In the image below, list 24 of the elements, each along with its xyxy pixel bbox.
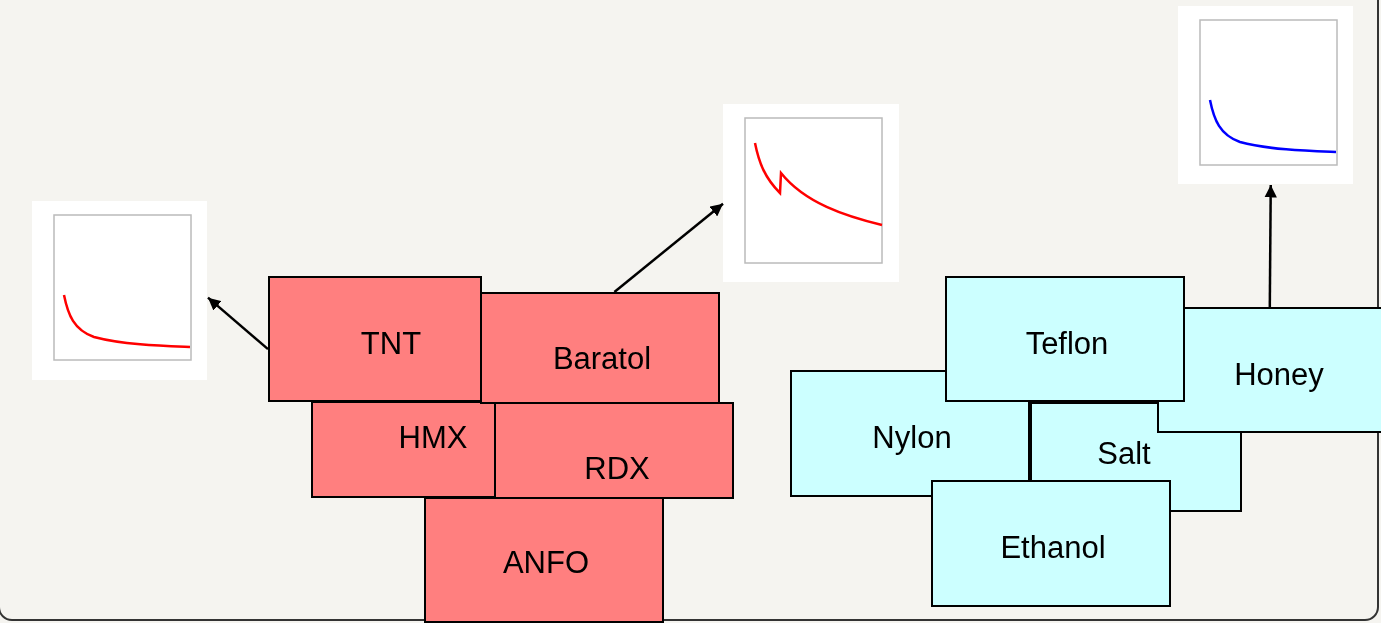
material-box [494,402,734,499]
material-label: Baratol [552,341,652,377]
picture [723,104,899,282]
material-box [268,276,482,402]
picture [1178,6,1353,184]
material-label: RDX [584,451,650,487]
arrow [1264,185,1277,307]
material-label: HMX [398,420,468,456]
material-label: Ethanol [1000,530,1106,566]
material-label: ANFO [502,545,590,581]
arrow [207,296,269,351]
material-label: TNT [360,326,422,362]
picture [32,201,207,380]
material-box [945,276,1185,402]
material-label: Teflon [1025,326,1109,362]
arrow [613,202,724,293]
material-box [1157,307,1381,433]
material-label: Salt [1097,436,1151,472]
material-box [311,401,496,498]
material-label: Honey [1234,357,1324,393]
material-box [424,497,664,623]
material-box [931,480,1171,607]
material-label: Nylon [872,420,952,456]
material-box [480,292,720,404]
